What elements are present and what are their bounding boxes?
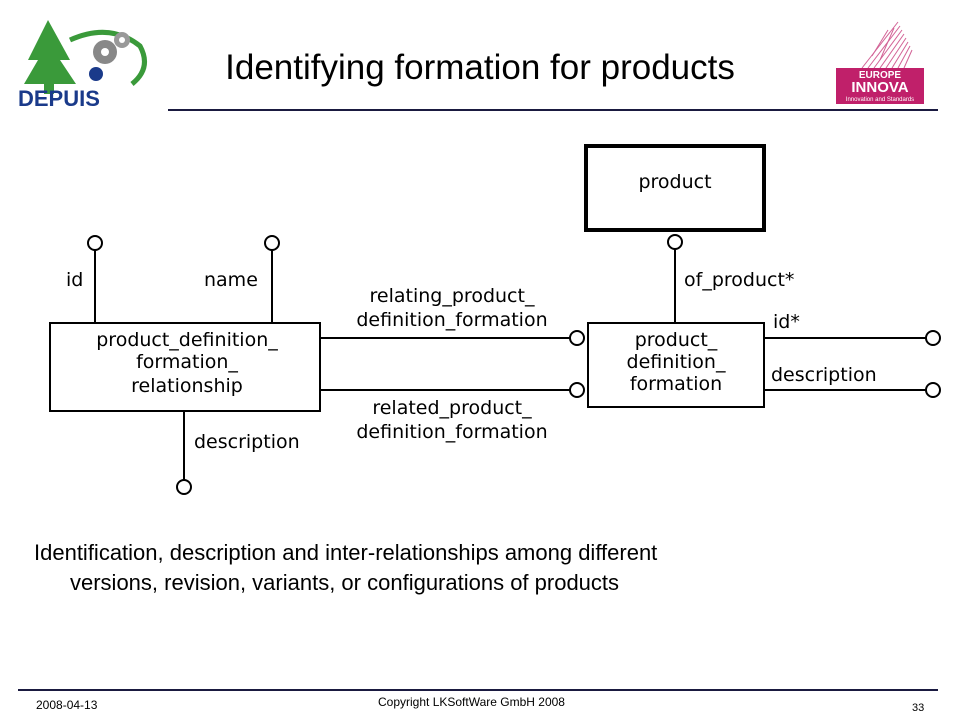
svg-text:definition_formation: definition_formation bbox=[356, 309, 547, 331]
caption-line-1: Identification, description and inter-re… bbox=[34, 540, 658, 565]
of-product-connector bbox=[667, 234, 683, 250]
right-description-label: description bbox=[771, 364, 877, 386]
name-attribute-marker bbox=[264, 235, 280, 251]
caption-line-2: versions, revision, variants, or configu… bbox=[70, 570, 620, 595]
footer-date: 2008-04-13 bbox=[36, 698, 98, 712]
product-entity bbox=[584, 144, 766, 232]
related-connector bbox=[569, 382, 585, 398]
page-title: Identifying formation for products bbox=[225, 48, 735, 87]
page-number: 33 bbox=[912, 702, 925, 714]
svg-text:relating_product_: relating_product_ bbox=[370, 285, 535, 307]
svg-text:formation: formation bbox=[630, 373, 722, 395]
id-attribute-marker bbox=[87, 235, 103, 251]
svg-text:definition_: definition_ bbox=[627, 351, 726, 373]
svg-text:definition_formation: definition_formation bbox=[356, 421, 547, 443]
express-g-diagram: product product_ definition_ formation p… bbox=[49, 144, 941, 495]
svg-text:formation_: formation_ bbox=[136, 351, 238, 373]
left-id-label: id bbox=[66, 269, 83, 291]
svg-text:EUROPE: EUROPE bbox=[859, 70, 902, 81]
svg-text:INNOVA: INNOVA bbox=[851, 79, 908, 96]
svg-text:related_product_: related_product_ bbox=[372, 397, 532, 419]
description-attribute-marker bbox=[176, 479, 192, 495]
footer-copyright: Copyright LKSoftWare GmbH 2008 bbox=[378, 695, 565, 709]
product-label: product bbox=[638, 171, 711, 193]
footer-divider bbox=[18, 689, 938, 691]
depuis-logo: DEPUIS bbox=[10, 12, 160, 112]
left-name-label: name bbox=[204, 269, 258, 291]
europe-innova-logo: EUROPE INNOVA Innovation and Standards bbox=[832, 16, 928, 108]
right-id-marker bbox=[925, 330, 941, 346]
svg-text:product_definition_: product_definition_ bbox=[96, 329, 278, 351]
caption: Identification, description and inter-re… bbox=[34, 538, 854, 598]
of-product-label: of_product* bbox=[684, 269, 794, 291]
right-description-marker bbox=[925, 382, 941, 398]
svg-text:product_: product_ bbox=[635, 329, 718, 351]
title-divider bbox=[168, 109, 938, 111]
tree-icon bbox=[24, 20, 76, 84]
depuis-logo-text: DEPUIS bbox=[18, 86, 100, 111]
right-id-label: id* bbox=[773, 311, 800, 333]
svg-text:relationship: relationship bbox=[131, 375, 243, 397]
relating-connector bbox=[569, 330, 585, 346]
svg-text:Innovation and Standards: Innovation and Standards bbox=[846, 97, 914, 103]
left-description-label: description bbox=[194, 431, 300, 453]
